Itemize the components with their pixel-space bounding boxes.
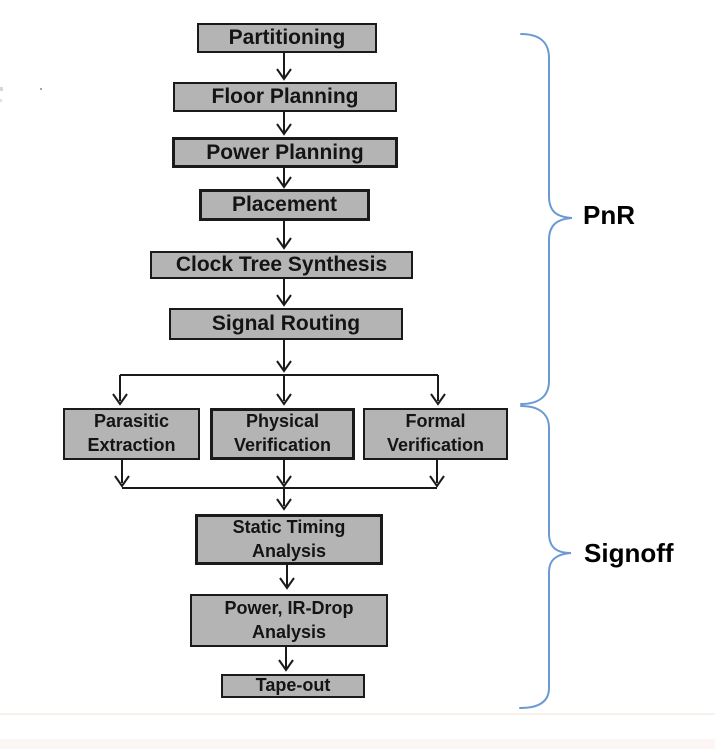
faint-bottom-wash [0, 739, 715, 749]
faint-scan-band [0, 713, 715, 715]
edge-speck [0, 99, 2, 102]
pnr-brace [520, 33, 573, 405]
edge-speck [0, 87, 3, 91]
flow-node-label: Formal Verification [386, 411, 485, 455]
flow-node-label: Tape-out [255, 675, 331, 696]
flow-node-label: Clock Tree Synthesis [175, 253, 388, 277]
signoff-brace [519, 405, 572, 709]
flow-node-placement: Placement [199, 189, 370, 221]
flow-node-power-planning: Power Planning [172, 137, 398, 168]
flow-node-label: Partitioning [228, 26, 346, 50]
flow-node-power-ir-drop-analysis: Power, IR-Drop Analysis [190, 594, 388, 647]
pnr-stage-label: PnR [583, 200, 635, 230]
arrow-static-timing-to-power-ir-drop [279, 565, 295, 590]
branch-split-line [112, 374, 446, 406]
flow-node-label: Static Timing Analysis [232, 516, 346, 561]
flow-node-clock-tree-synthesis: Clock Tree Synthesis [150, 251, 413, 279]
flow-node-physical-verification: Physical Verification [210, 408, 355, 460]
flow-node-label: Physical Verification [233, 411, 332, 455]
flow-node-formal-verification: Formal Verification [363, 408, 508, 460]
arrow-power-planning-to-placement [276, 168, 292, 189]
flow-node-label: Parasitic Extraction [87, 411, 176, 455]
arrow-power-ir-drop-to-tape-out [278, 647, 294, 672]
flow-node-label: Floor Planning [211, 85, 359, 109]
branch-merge-line [114, 460, 445, 511]
signoff-stage-label: Signoff [584, 538, 674, 568]
flow-node-static-timing-analysis: Static Timing Analysis [195, 514, 383, 565]
arrow-partitioning-to-floor-planning [276, 53, 292, 81]
flow-node-signal-routing: Signal Routing [169, 308, 403, 340]
flow-node-partitioning: Partitioning [197, 23, 377, 53]
arrow-signal-routing-down [276, 340, 292, 373]
flow-node-parasitic-extraction: Parasitic Extraction [63, 408, 200, 460]
flow-node-label: Signal Routing [211, 312, 361, 336]
flow-node-label: Placement [231, 193, 338, 217]
arrow-clock-tree-synthesis-to-signal-routing [276, 279, 292, 307]
flow-node-tape-out: Tape-out [221, 674, 365, 698]
flow-node-label: Power Planning [206, 140, 364, 164]
arrow-placement-to-clock-tree-synthesis [276, 221, 292, 250]
arrow-floor-planning-to-power-planning [276, 112, 292, 136]
edge-speck [40, 88, 42, 90]
flow-node-label: Power, IR-Drop Analysis [224, 597, 354, 642]
flow-node-floor-planning: Floor Planning [173, 82, 397, 112]
